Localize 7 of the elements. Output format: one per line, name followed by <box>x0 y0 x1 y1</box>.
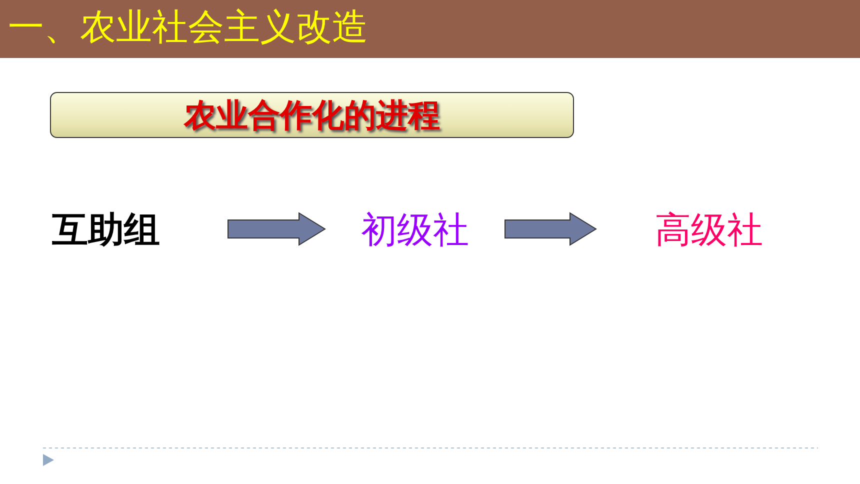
block-arrow <box>504 212 597 246</box>
block-arrow <box>228 212 326 246</box>
heading-box: 农业合作化的进程 <box>50 92 574 138</box>
stage-label: 初级社 <box>325 208 505 254</box>
stage-label: 互助组 <box>52 208 228 254</box>
stage-label: 高级社 <box>596 208 822 254</box>
title: 一、农业社会主义改造 <box>8 6 368 50</box>
